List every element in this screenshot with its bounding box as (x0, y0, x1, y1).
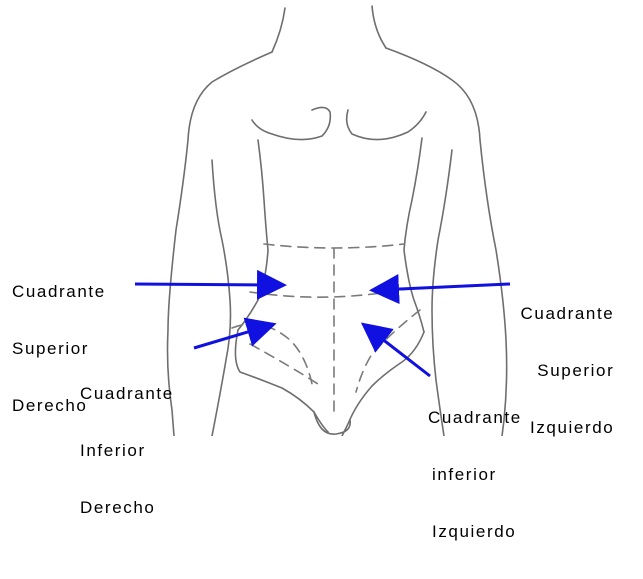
label-lower-right-quadrant: Cuadrante Inferior Derecho (80, 346, 174, 555)
label-line: Cuadrante (12, 282, 106, 301)
right-pectoral-outline (347, 110, 426, 140)
label-lower-left-quadrant: Cuadrante inferior Izquierdo (428, 370, 522, 579)
arrow-upper-right-quadrant (135, 284, 278, 285)
label-upper-left-quadrant: Cuadrante Superior Izquierdo (520, 266, 614, 475)
neck-left-outline (272, 8, 285, 52)
label-line: Inferior (80, 441, 174, 460)
right-torso-side (404, 138, 424, 332)
label-line: inferior (428, 465, 522, 484)
arrow-lower-right-quadrant (194, 326, 268, 348)
label-line: Superior (520, 361, 614, 380)
right-leg-outline (342, 332, 424, 436)
left-inner-arm-outline (212, 160, 231, 436)
label-line: Cuadrante (520, 304, 614, 323)
left-torso-side (238, 140, 268, 330)
groin-outline (314, 412, 350, 434)
label-line: Cuadrante (80, 384, 174, 403)
label-line: Izquierdo (520, 418, 614, 437)
label-line: Cuadrante (428, 408, 522, 427)
arrow-upper-left-quadrant (378, 284, 510, 290)
left-pectoral-outline (252, 107, 330, 139)
label-line: Izquierdo (428, 522, 522, 541)
leg-crease-dashed-line (250, 344, 318, 384)
label-line: Derecho (80, 498, 174, 517)
abdominal-quadrants-diagram: Cuadrante Superior Derecho Cuadrante Sup… (0, 0, 643, 436)
arrow-lower-left-quadrant (368, 328, 430, 376)
right-brief-dashed-line (356, 310, 420, 392)
neck-right-outline (372, 6, 386, 48)
